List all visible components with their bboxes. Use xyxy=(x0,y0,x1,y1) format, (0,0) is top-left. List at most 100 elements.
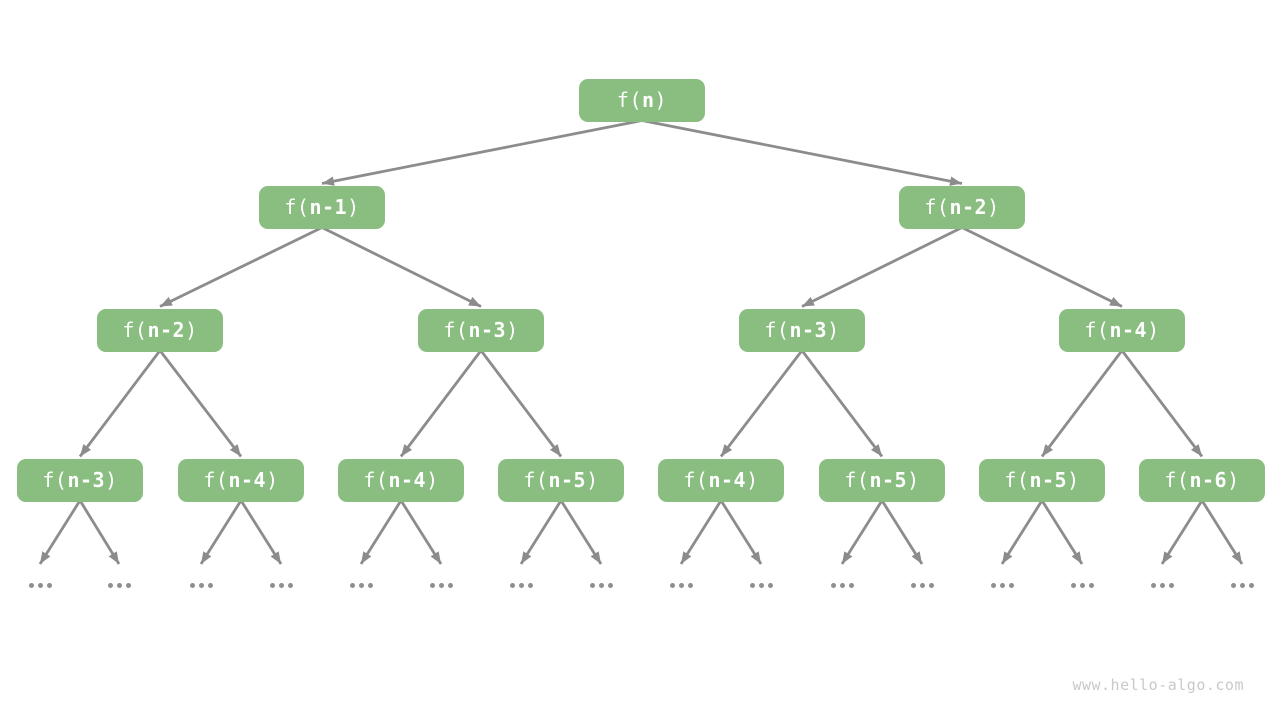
edge-arrow xyxy=(321,226,482,308)
ellipsis-dot xyxy=(768,582,773,588)
node-label-prefix: f( xyxy=(924,195,950,219)
ellipsis-dot xyxy=(1160,582,1165,588)
ellipsis-dot xyxy=(1009,582,1014,588)
ellipsis-dot xyxy=(270,582,275,588)
node-label-prefix: f( xyxy=(203,468,229,492)
ellipsis-leaf xyxy=(748,582,775,588)
tree-node: f(n-4) xyxy=(658,458,784,502)
node-label-suffix: ) xyxy=(1227,468,1240,492)
node-label-prefix: f( xyxy=(616,88,642,112)
edge-arrow xyxy=(801,226,963,308)
ellipsis-leaf xyxy=(909,582,936,588)
tree-node: f(n-4) xyxy=(338,458,464,502)
ellipsis-dot xyxy=(528,582,533,588)
edge-arrow xyxy=(880,499,924,565)
node-label-suffix: ) xyxy=(105,468,118,492)
edge-arrow xyxy=(479,349,563,458)
node-label-core: n-4 xyxy=(708,468,747,492)
ellipsis-dot xyxy=(1089,582,1094,588)
edge-arrow xyxy=(199,499,243,565)
ellipsis-dot xyxy=(190,582,195,588)
node-label-core: n-1 xyxy=(309,195,348,219)
ellipsis-dot xyxy=(670,582,675,588)
ellipsis-leaf xyxy=(1149,582,1176,588)
ellipsis-leaf xyxy=(989,582,1016,588)
ellipsis-dot xyxy=(208,582,213,588)
node-label-prefix: f( xyxy=(42,468,68,492)
ellipsis-leaf xyxy=(829,582,856,588)
edge-arrow xyxy=(239,499,283,565)
ellipsis-dot xyxy=(1080,582,1085,588)
node-label-core: n-3 xyxy=(789,318,828,342)
tree-node: f(n-3) xyxy=(17,458,143,502)
ellipsis-leaf xyxy=(106,582,133,588)
ellipsis-dot xyxy=(108,582,113,588)
ellipsis-dot xyxy=(117,582,122,588)
node-label-suffix: ) xyxy=(907,468,920,492)
ellipsis-dot xyxy=(929,582,934,588)
node-label-suffix: ) xyxy=(1067,468,1080,492)
edge-arrow xyxy=(519,499,563,565)
edge-arrow xyxy=(321,119,643,186)
ellipsis-dot xyxy=(849,582,854,588)
node-label-suffix: ) xyxy=(506,318,519,342)
tree-node: f(n-5) xyxy=(819,458,945,502)
tree-node: f(n-3) xyxy=(418,308,544,352)
ellipsis-dot xyxy=(1231,582,1236,588)
node-label-suffix: ) xyxy=(746,468,759,492)
edge-arrow xyxy=(679,499,723,565)
watermark: www.hello-algo.com xyxy=(1072,676,1244,694)
node-label-prefix: f( xyxy=(1004,468,1030,492)
tree-node: f(n-1) xyxy=(259,185,385,229)
ellipsis-dot xyxy=(199,582,204,588)
ellipsis-dot xyxy=(288,582,293,588)
tree-node: f(n-2) xyxy=(97,308,223,352)
ellipsis-leaf xyxy=(428,582,455,588)
edge-arrow xyxy=(1120,349,1204,458)
ellipsis-leaf xyxy=(1229,582,1256,588)
tree-node: f(n-6) xyxy=(1139,458,1265,502)
edge-arrow xyxy=(399,349,483,458)
edge-arrow xyxy=(78,499,121,565)
node-label-prefix: f( xyxy=(284,195,310,219)
tree-node: f(n-2) xyxy=(899,185,1025,229)
edge-arrow xyxy=(719,349,804,458)
edge-arrow xyxy=(1160,499,1204,565)
edge-arrow xyxy=(719,499,763,565)
ellipsis-leaf xyxy=(268,582,295,588)
ellipsis-leaf xyxy=(27,582,54,588)
node-label-suffix: ) xyxy=(185,318,198,342)
node-label-core: n-2 xyxy=(147,318,186,342)
node-label-suffix: ) xyxy=(987,195,1000,219)
node-label-core: n-5 xyxy=(869,468,908,492)
ellipsis-dot xyxy=(1000,582,1005,588)
ellipsis-dot xyxy=(1071,582,1076,588)
node-label-core: n-3 xyxy=(67,468,106,492)
node-label-prefix: f( xyxy=(523,468,549,492)
ellipsis-leaf xyxy=(668,582,695,588)
node-label-prefix: f( xyxy=(122,318,148,342)
ellipsis-leaf xyxy=(508,582,535,588)
ellipsis-dot xyxy=(1151,582,1156,588)
node-label-suffix: ) xyxy=(827,318,840,342)
tree-node: f(n-4) xyxy=(178,458,304,502)
ellipsis-dot xyxy=(759,582,764,588)
node-label-suffix: ) xyxy=(266,468,279,492)
node-label-prefix: f( xyxy=(443,318,469,342)
node-label-suffix: ) xyxy=(586,468,599,492)
ellipsis-dot xyxy=(608,582,613,588)
ellipsis-dot xyxy=(430,582,435,588)
ellipsis-dot xyxy=(519,582,524,588)
tree-node: f(n-5) xyxy=(498,458,624,502)
ellipsis-dot xyxy=(29,582,34,588)
edge-arrow xyxy=(559,499,603,565)
ellipsis-dot xyxy=(840,582,845,588)
ellipsis-dot xyxy=(688,582,693,588)
node-label-core: n-4 xyxy=(388,468,427,492)
node-label-suffix: ) xyxy=(347,195,360,219)
ellipsis-leaf xyxy=(348,582,375,588)
node-label-core: n-4 xyxy=(1109,318,1148,342)
node-label-prefix: f( xyxy=(1084,318,1110,342)
ellipsis-dot xyxy=(510,582,515,588)
